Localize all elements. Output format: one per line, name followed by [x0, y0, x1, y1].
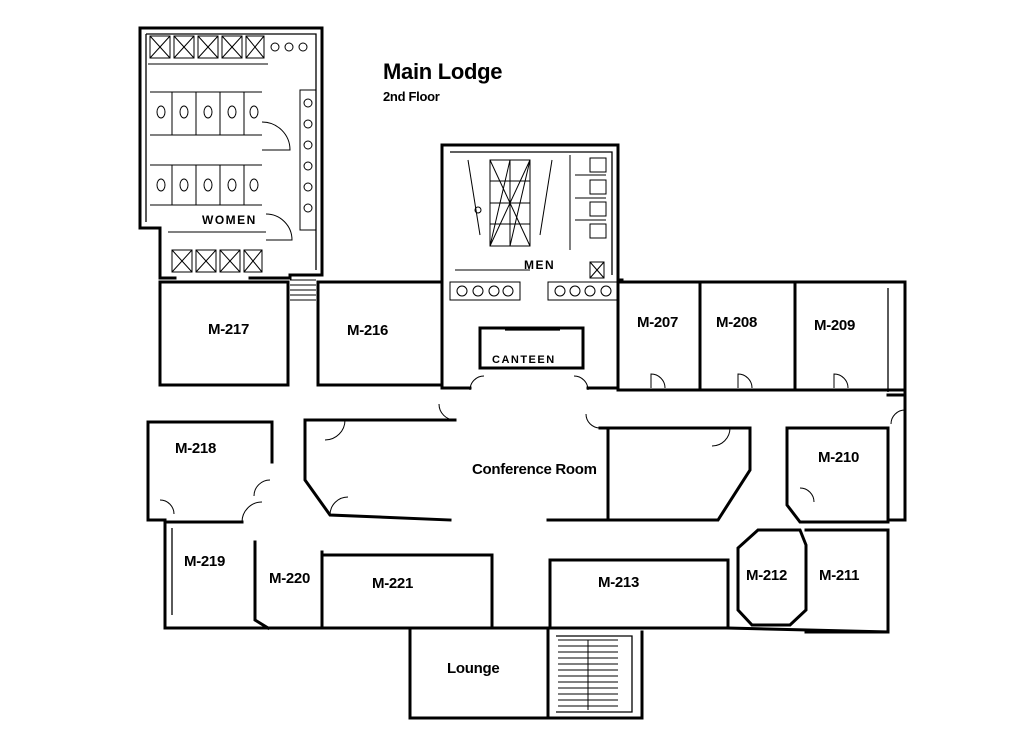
canteen-label: CANTEEN: [492, 354, 556, 366]
south-stairs: [558, 639, 618, 710]
room-m220-label: M-220: [269, 570, 311, 587]
building-walls: [146, 280, 907, 720]
lounge-label: Lounge: [447, 660, 500, 677]
room-m210-label: M-210: [818, 449, 860, 466]
doors: [159, 373, 906, 523]
women-label: WOMEN: [202, 213, 257, 227]
room-m208-label: M-208: [716, 314, 758, 331]
plan-title: Main Lodge: [383, 59, 503, 84]
men-label: MEN: [524, 258, 556, 272]
room-m213-label: M-213: [598, 574, 640, 591]
room-m212-label: M-212: [746, 567, 788, 584]
room-m207-label: M-207: [637, 314, 679, 331]
room-m211-label: M-211: [819, 567, 860, 584]
room-m218-label: M-218: [175, 440, 217, 457]
conference-room-label: Conference Room: [472, 461, 597, 478]
room-m219-label: M-219: [184, 553, 226, 570]
room-m221-label: M-221: [372, 575, 414, 592]
plan-subtitle: 2nd Floor: [383, 89, 440, 104]
room-m217-label: M-217: [208, 321, 250, 338]
room-m216-label: M-216: [347, 322, 389, 339]
room-m209-label: M-209: [814, 317, 856, 334]
men-restroom: [440, 143, 624, 302]
women-restroom: [138, 26, 324, 301]
